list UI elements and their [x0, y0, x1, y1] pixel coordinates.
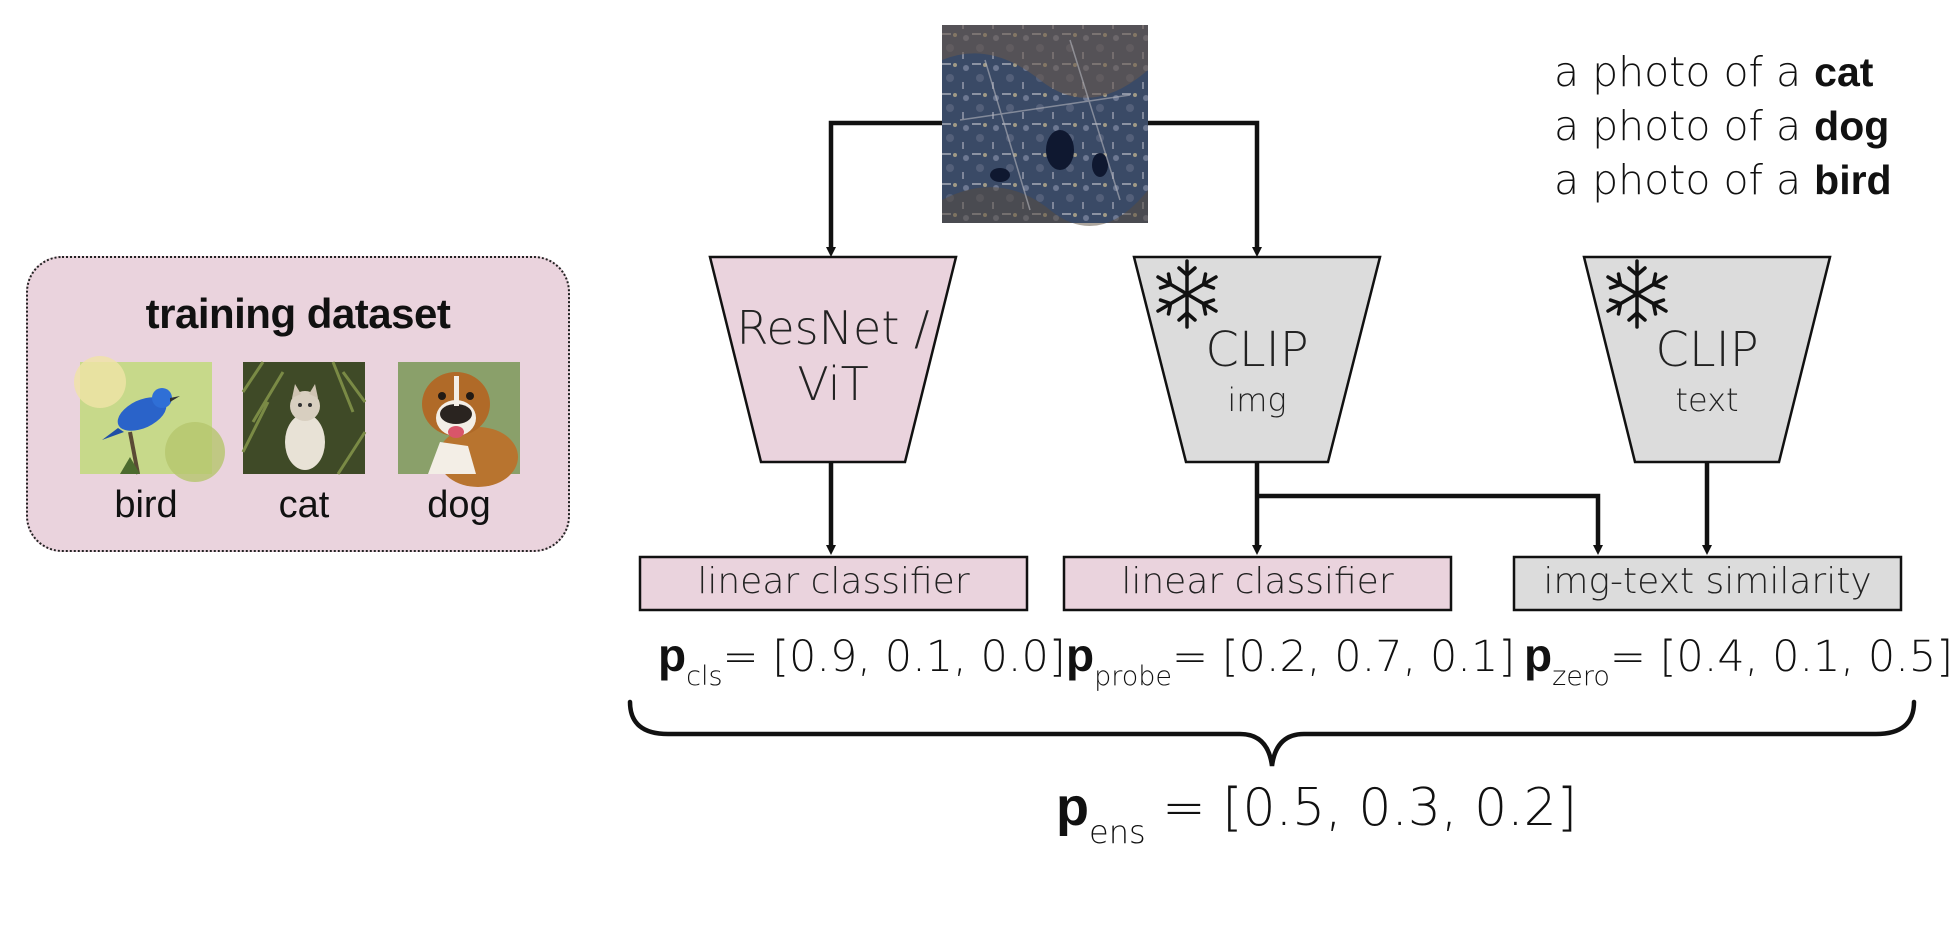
dataset-label-bird: bird — [114, 484, 178, 526]
satellite-image — [942, 25, 1148, 226]
resnet-vit-label: ResNet / ViT — [736, 301, 930, 411]
bird-photo — [74, 356, 225, 482]
linear-classifier-box-probe — [1062, 555, 1453, 612]
linear-classifier-label-probe: linear classifier — [1121, 561, 1394, 602]
dataset-title: training dataset — [145, 290, 451, 337]
p-probe-output: pprobe= [0.2, 0.7, 0.1] — [1066, 629, 1516, 692]
dataset-label-dog: dog — [427, 484, 491, 526]
snowflake-icon — [1156, 259, 1218, 329]
clip-img-encoder — [1132, 255, 1382, 464]
clip-text-encoder — [1582, 255, 1832, 464]
prompt-line-dog: a photo of a dog — [1554, 102, 1890, 150]
dog-photo — [398, 362, 520, 487]
img-text-similarity-box — [1512, 555, 1903, 612]
resnet-vit-encoder — [708, 255, 958, 464]
linear-classifier-label-cls: linear classifier — [697, 561, 970, 602]
p-cls-output: pcls= [0.9, 0.1, 0.0] — [658, 629, 1066, 692]
arrow-clip-img-to-similarity — [1257, 493, 1603, 555]
p-ens-output: pens = [0.5, 0.3, 0.2] — [1056, 777, 1578, 851]
img-text-similarity-label: img-text similarity — [1543, 561, 1872, 602]
clip-img-label: CLIP img — [1205, 322, 1309, 419]
training-dataset-panel: training dataset bird cat — [26, 256, 570, 552]
arrow-image-to-resnet — [826, 120, 942, 257]
p-zero-output: pzero= [0.4, 0.1, 0.5] — [1524, 629, 1953, 692]
cat-photo — [241, 361, 367, 475]
linear-classifier-box-cls — [638, 555, 1029, 612]
snowflake-icon — [1606, 259, 1668, 329]
ensemble-brace — [627, 699, 1917, 767]
prompt-line-cat: a photo of a cat — [1554, 48, 1874, 96]
dataset-label-cat: cat — [278, 484, 330, 526]
prompt-line-bird: a photo of a bird — [1554, 156, 1892, 204]
clip-text-label: CLIP text — [1655, 322, 1759, 419]
arrow-image-to-clip-img — [1148, 120, 1262, 257]
